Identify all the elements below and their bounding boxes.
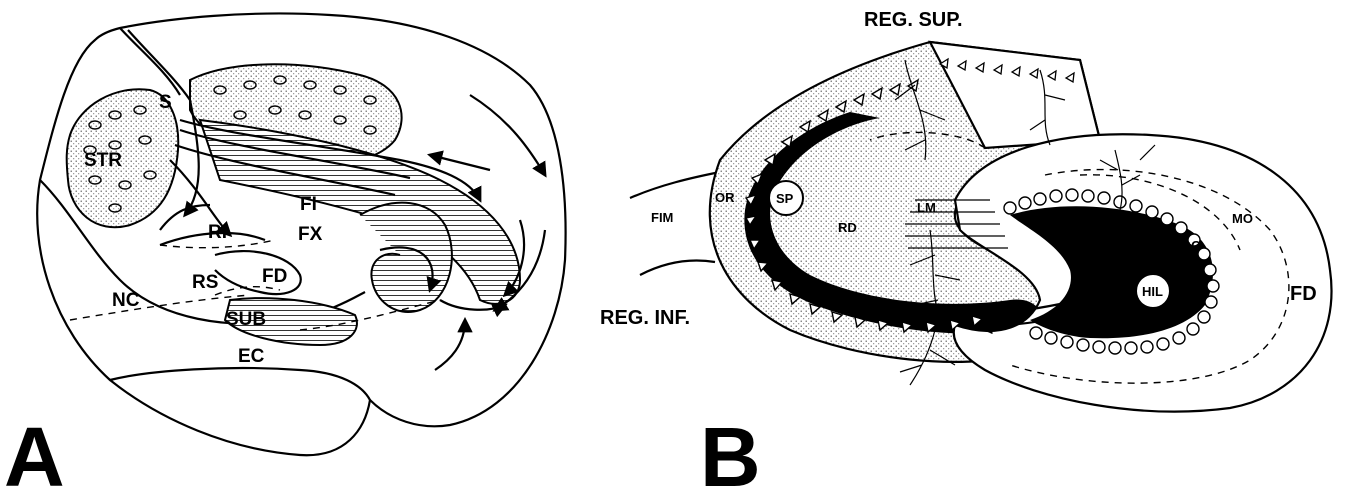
label-sub: SUB — [226, 309, 266, 330]
label-fd-a: FD — [262, 266, 287, 287]
label-ri: RI — [208, 222, 227, 243]
label-lm: LM — [917, 200, 936, 215]
panel-b-letter: B — [700, 410, 761, 491]
label-ec: EC — [238, 346, 265, 367]
label-mo: MO — [1232, 211, 1253, 226]
label-rs: RS — [192, 272, 218, 293]
panel-a: S STR FI FX RI RS FD NC SUB EC A — [4, 13, 566, 491]
label-reg-inf: REG. INF. — [600, 307, 690, 329]
label-nc: NC — [112, 290, 140, 311]
label-hil: HIL — [1142, 284, 1163, 299]
label-fd-b: FD — [1290, 283, 1317, 305]
fimbria-upper-line — [630, 172, 720, 198]
panel-b: REG. SUP. REG. INF. FIM OR SP PY RD LM I… — [600, 9, 1332, 491]
label-reg-sup: REG. SUP. — [864, 9, 963, 31]
panel-a-lower-lobe — [110, 368, 370, 400]
fd-shape-a — [215, 251, 301, 294]
label-fx: FX — [298, 224, 323, 245]
label-fim: FIM — [651, 210, 673, 225]
label-sp: SP — [776, 191, 794, 206]
label-py: PY — [747, 228, 765, 243]
hippocampal-curl — [360, 203, 452, 312]
label-iip: IIP — [1005, 298, 1021, 313]
label-or: OR — [715, 190, 735, 205]
label-rd: RD — [838, 220, 857, 235]
label-s: S — [159, 92, 172, 113]
panel-a-letter: A — [4, 410, 65, 491]
label-str: STR — [84, 150, 122, 171]
label-fi: FI — [300, 194, 317, 215]
label-gc: GC — [1181, 238, 1201, 253]
fimbria-lower-line — [640, 261, 715, 275]
